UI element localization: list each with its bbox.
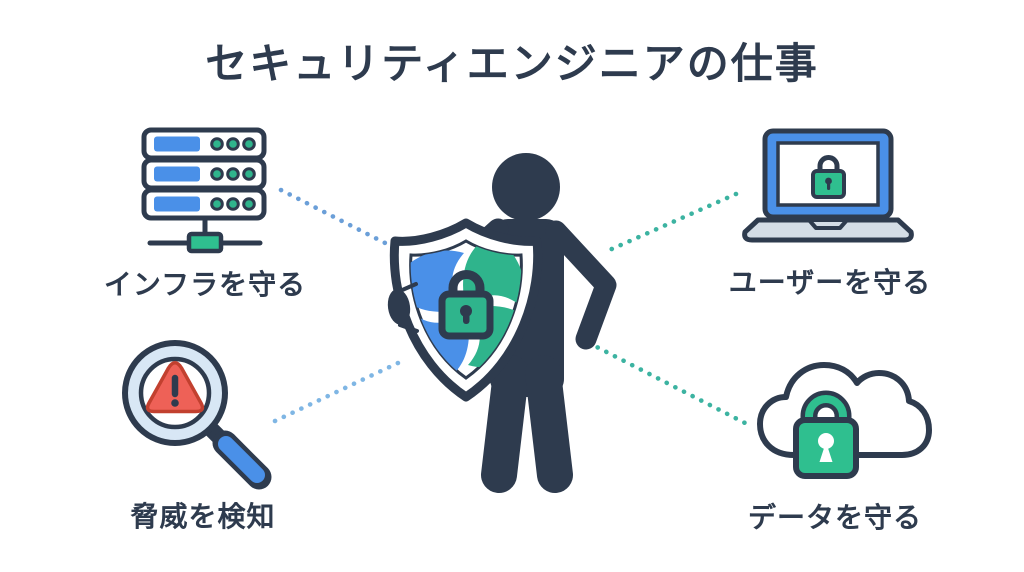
dotted-line-data: [586, 340, 748, 426]
label-data: データを守る: [747, 501, 923, 534]
lock-glyph: [811, 155, 846, 199]
label-user: ユーザーを守る: [728, 266, 932, 299]
server-unit: [141, 127, 267, 161]
hand: [387, 282, 419, 333]
label-infra: インフラを守る: [103, 268, 307, 301]
label-threat: 脅威を検知: [130, 500, 276, 533]
laptop-lock-icon: [742, 128, 914, 243]
server-unit: [141, 157, 267, 191]
page-title: セキュリティエンジニアの仕事: [205, 39, 819, 88]
lock-glyph: [793, 390, 859, 479]
server-rack-icon: [141, 127, 267, 254]
server-unit: [141, 187, 267, 221]
warning-triangle-glyph: [145, 361, 205, 414]
magnifier-alert-icon: [122, 340, 272, 490]
dotted-line-infra: [278, 187, 394, 249]
shield-lock-icon: [387, 218, 543, 402]
dotted-line-threat: [272, 360, 401, 424]
cloud-lock-icon: [757, 362, 932, 479]
lock-glyph: [438, 270, 494, 340]
security-engineer-with-shield-icon: [387, 153, 617, 493]
